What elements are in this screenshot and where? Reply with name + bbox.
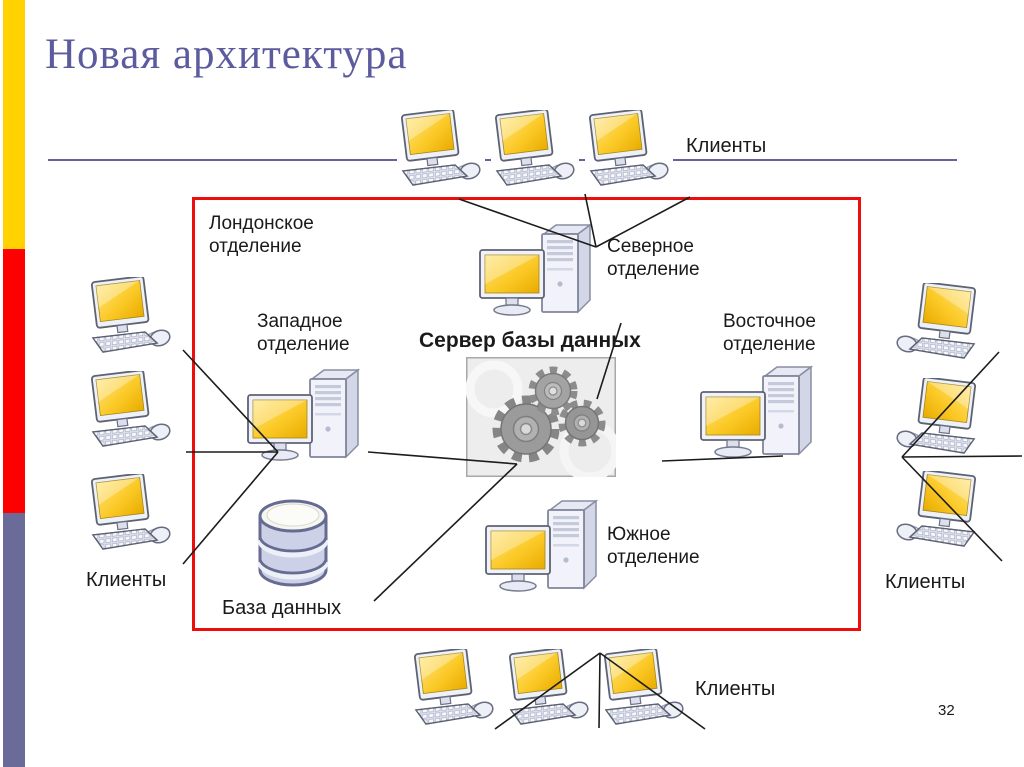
accent-bar-red-segment [3, 249, 25, 513]
gear-large [492, 395, 560, 463]
accent-bar-yellow-segment [3, 0, 25, 249]
label-north-branch: Северное отделение [607, 236, 700, 280]
client-computer-icon [87, 277, 175, 357]
client-computer-icon [491, 110, 579, 190]
client-computer-icon [892, 471, 980, 551]
label-east-branch: Восточное отделение [723, 311, 816, 355]
label-clients-bottom: Клиенты [695, 678, 776, 700]
database-cylinder-icon [254, 496, 332, 592]
client-computer-icon [410, 649, 498, 729]
server-icon-south [484, 498, 606, 594]
gear-right [558, 399, 606, 447]
server-icon-west [246, 367, 368, 463]
label-west-branch: Западное отделение [257, 311, 350, 355]
page-number: 32 [938, 702, 955, 719]
slide-title: Новая архитектура [45, 31, 408, 78]
client-computer-icon [892, 378, 980, 458]
client-computer-icon [585, 110, 673, 190]
label-london-branch: Лондонское отделение [209, 213, 314, 257]
client-computer-icon [892, 283, 980, 363]
label-clients-left: Клиенты [86, 569, 167, 591]
client-computer-icon [87, 371, 175, 451]
label-database: База данных [222, 597, 342, 619]
server-icon-east [699, 364, 821, 460]
label-clients-top: Клиенты [686, 135, 767, 157]
gears-photo [466, 357, 616, 477]
accent-bar-slate-segment [3, 513, 25, 767]
label-south-branch: Южное отделение [607, 524, 700, 568]
client-computer-icon [600, 649, 688, 729]
client-computer-icon [505, 649, 593, 729]
label-clients-right: Клиенты [885, 571, 966, 593]
gear-top [528, 366, 578, 416]
client-computer-icon [87, 474, 175, 554]
client-computer-icon [397, 110, 485, 190]
server-icon-north [478, 222, 600, 318]
accent-bar [3, 0, 25, 767]
label-db-server: Сервер базы данных [419, 329, 641, 352]
